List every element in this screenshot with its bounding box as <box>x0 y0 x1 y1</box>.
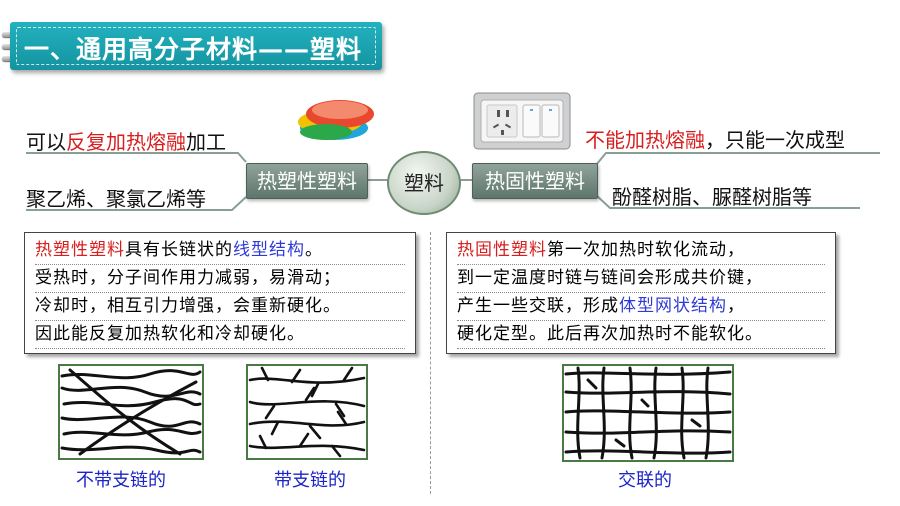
branched-chain-illustration <box>246 364 368 460</box>
unbranched-chain-illustration <box>58 364 204 460</box>
plastic-bowls-icon <box>298 100 374 140</box>
box-line: 冷却时，相互引力增强，会重新硬化。 <box>35 293 405 321</box>
box-line: 硬化定型。此后再次加热时不能软化。 <box>457 321 825 349</box>
thermoplastic-description-box: 热塑性塑料具有长链状的线型结构。 受热时，分子间作用力减弱，易滑动； 冷却时，相… <box>24 232 416 354</box>
box-line: 产生一些交联，形成体型网状结构， <box>457 293 825 321</box>
box-line: 因此能反复加热软化和冷却硬化。 <box>35 321 405 349</box>
caption-crosslinked: 交联的 <box>618 470 672 491</box>
plastics-center-node: 塑料 <box>387 151 461 215</box>
title-banner <box>10 22 382 70</box>
box-line: 热固性塑料第一次加热时软化流动， <box>457 237 825 265</box>
page-title: 一、通用高分子材料——塑料 <box>24 35 363 64</box>
wall-socket-icon <box>473 92 571 150</box>
thermoset-property: 不能加热熔融，只能一次成型 <box>585 128 845 152</box>
thermoset-tab: 热固性塑料 <box>472 163 598 199</box>
crosslinked-network-illustration <box>562 364 734 462</box>
thermoset-description-box: 热固性塑料第一次加热时软化流动， 到一定温度时链与链间会形成共价键， 产生一些交… <box>446 232 836 354</box>
box-line: 热塑性塑料具有长链状的线型结构。 <box>35 237 405 265</box>
box-line: 受热时，分子间作用力减弱，易滑动； <box>35 265 405 293</box>
thermoset-examples: 酚醛树脂、脲醛树脂等 <box>612 185 812 209</box>
thermoplastic-tab: 热塑性塑料 <box>246 163 368 199</box>
caption-branched: 带支链的 <box>274 470 346 491</box>
box-line: 到一定温度时链与链间会形成共价键， <box>457 265 825 293</box>
thermoplastic-property: 可以反复加热熔融加工 <box>26 130 226 154</box>
section-divider <box>430 232 431 494</box>
caption-unbranched: 不带支链的 <box>76 470 166 491</box>
thermoplastic-examples: 聚乙烯、聚氯乙烯等 <box>26 187 206 211</box>
